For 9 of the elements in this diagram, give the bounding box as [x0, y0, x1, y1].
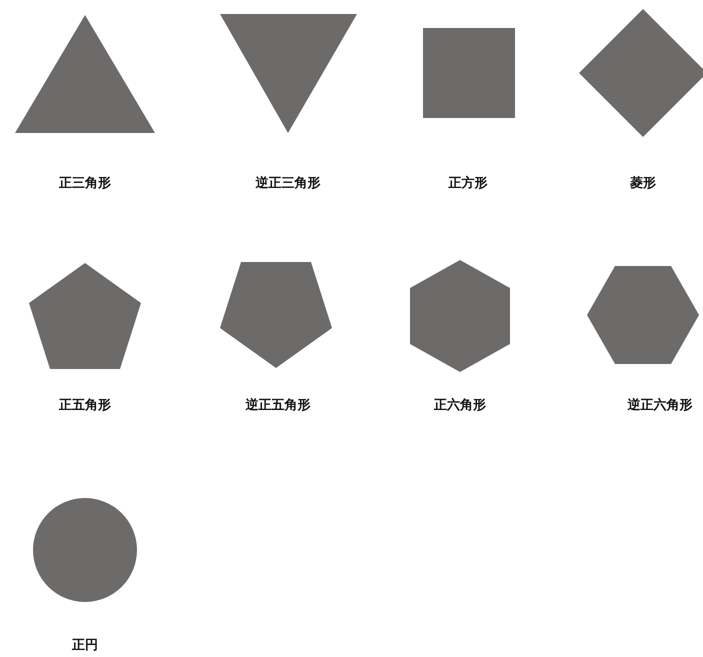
shape-label: 逆正三角形	[256, 176, 320, 192]
shape-label: 正五角形	[59, 398, 111, 414]
shape-label: 正円	[72, 638, 98, 654]
shape-label: 正方形	[448, 176, 488, 192]
shape-label: 菱形	[630, 176, 656, 192]
shape-label: 逆正六角形	[628, 398, 692, 414]
shape-label: 正三角形	[59, 176, 111, 192]
shape-label: 正六角形	[434, 398, 486, 414]
shape-label: 逆正五角形	[246, 398, 310, 414]
